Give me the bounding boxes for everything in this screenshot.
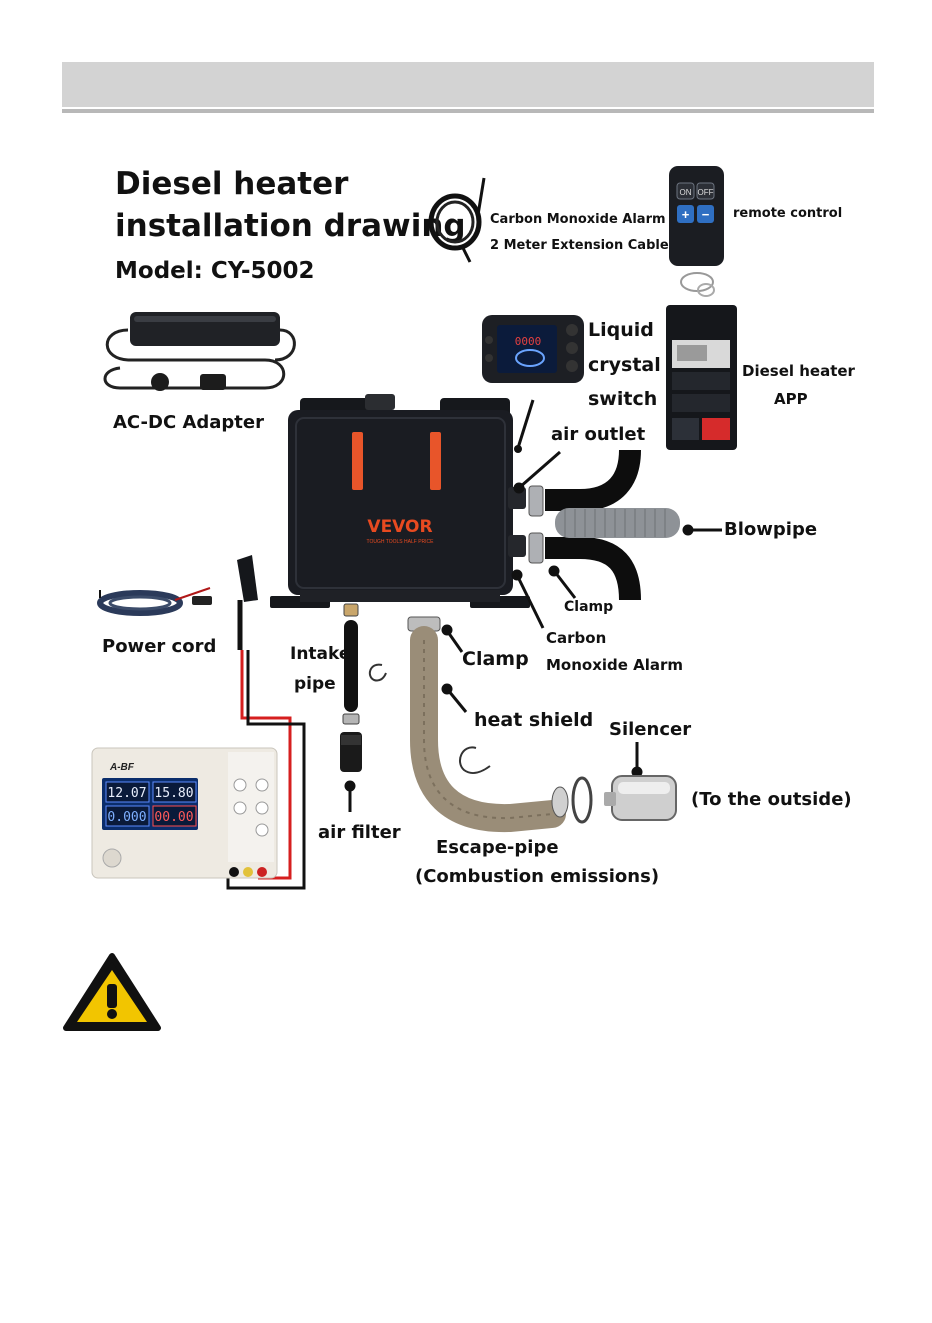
psu-current: 15.80 [154, 786, 193, 801]
remote-control-image: ON OFF + − [669, 166, 724, 297]
title-line-2: installation drawing [115, 208, 466, 244]
intake-pipe-label-2: pipe [294, 674, 336, 694]
silencer-image [604, 775, 677, 821]
diagram-title: Diesel heater installation drawing [115, 163, 466, 247]
heat-shield-label: heat shield [474, 709, 594, 731]
silencer-label: Silencer [609, 719, 692, 740]
lcd-label-2: crystal [588, 354, 661, 376]
power-cord-image [97, 587, 212, 616]
ac-dc-adapter-image [103, 312, 296, 391]
power-supply-image: 12.07 15.80 0.000 00.00 A-BF [91, 747, 278, 879]
lcd-label-3: switch [588, 388, 658, 410]
app-phone-image [666, 305, 737, 450]
header-rule [62, 109, 874, 113]
blowpipe-hoses [545, 449, 680, 601]
intake-pipe-label-1: Intake [290, 644, 351, 664]
lcd-switch-image: 0000 [482, 315, 584, 383]
power-cord-label: Power cord [102, 636, 217, 657]
app-label-1: Diesel heater [742, 362, 855, 380]
lcd-readout: 0000 [515, 335, 542, 348]
hook-clips [368, 663, 491, 774]
model-number: Model: CY-5002 [115, 258, 315, 284]
co-cable-label-2: 2 Meter Extension Cable [490, 238, 669, 253]
air-filter-label: air filter [318, 822, 401, 843]
app-label-2: APP [774, 390, 808, 408]
remote-control-label: remote control [733, 206, 843, 221]
psu-readout-4: 00.00 [154, 810, 193, 825]
psu-brand: A-BF [109, 762, 135, 773]
blowpipe-label: Blowpipe [724, 519, 818, 540]
vevor-logo: VEVOR [367, 517, 432, 537]
vevor-tagline: TOUGH TOOLS HALF PRICE [367, 539, 435, 545]
escape-pipe-image [407, 616, 593, 833]
escape-pipe-label-2: (Combustion emissions) [415, 866, 660, 887]
co-alarm-label-1: Carbon [546, 629, 607, 647]
heater-power-cable [226, 555, 306, 890]
lcd-label-1: Liquid [588, 319, 654, 341]
ac-dc-adapter-label: AC-DC Adapter [113, 412, 264, 433]
outlet-clamps [528, 485, 544, 564]
psu-readout-3: 0.000 [107, 810, 146, 825]
lcd-leader-line [516, 399, 535, 449]
intake-pipe-image [340, 603, 362, 772]
remote-on-text: ON [680, 188, 692, 197]
air-outlet-label: air outlet [551, 424, 646, 445]
co-cable-label-1: Carbon Monoxide Alarm [490, 212, 666, 227]
remote-off-text: OFF [698, 188, 714, 197]
to-outside-label: (To the outside) [691, 789, 852, 810]
heater-body: VEVOR TOUGH TOOLS HALF PRICE [270, 394, 530, 608]
exhaust-clamp-label: Clamp [462, 648, 529, 670]
co-alarm-label-2: Monoxide Alarm [546, 656, 684, 674]
outlet-clamp-label: Clamp [564, 599, 614, 615]
co-extension-cable [428, 177, 486, 263]
warning-icon [63, 953, 161, 1031]
psu-voltage: 12.07 [107, 786, 146, 801]
title-line-1: Diesel heater [115, 166, 349, 202]
escape-pipe-label-1: Escape-pipe [436, 837, 559, 858]
remote-plus-text: + [682, 207, 690, 222]
header-bar [62, 62, 874, 107]
leader-lines [344, 450, 722, 812]
remote-minus-text: − [702, 207, 710, 222]
